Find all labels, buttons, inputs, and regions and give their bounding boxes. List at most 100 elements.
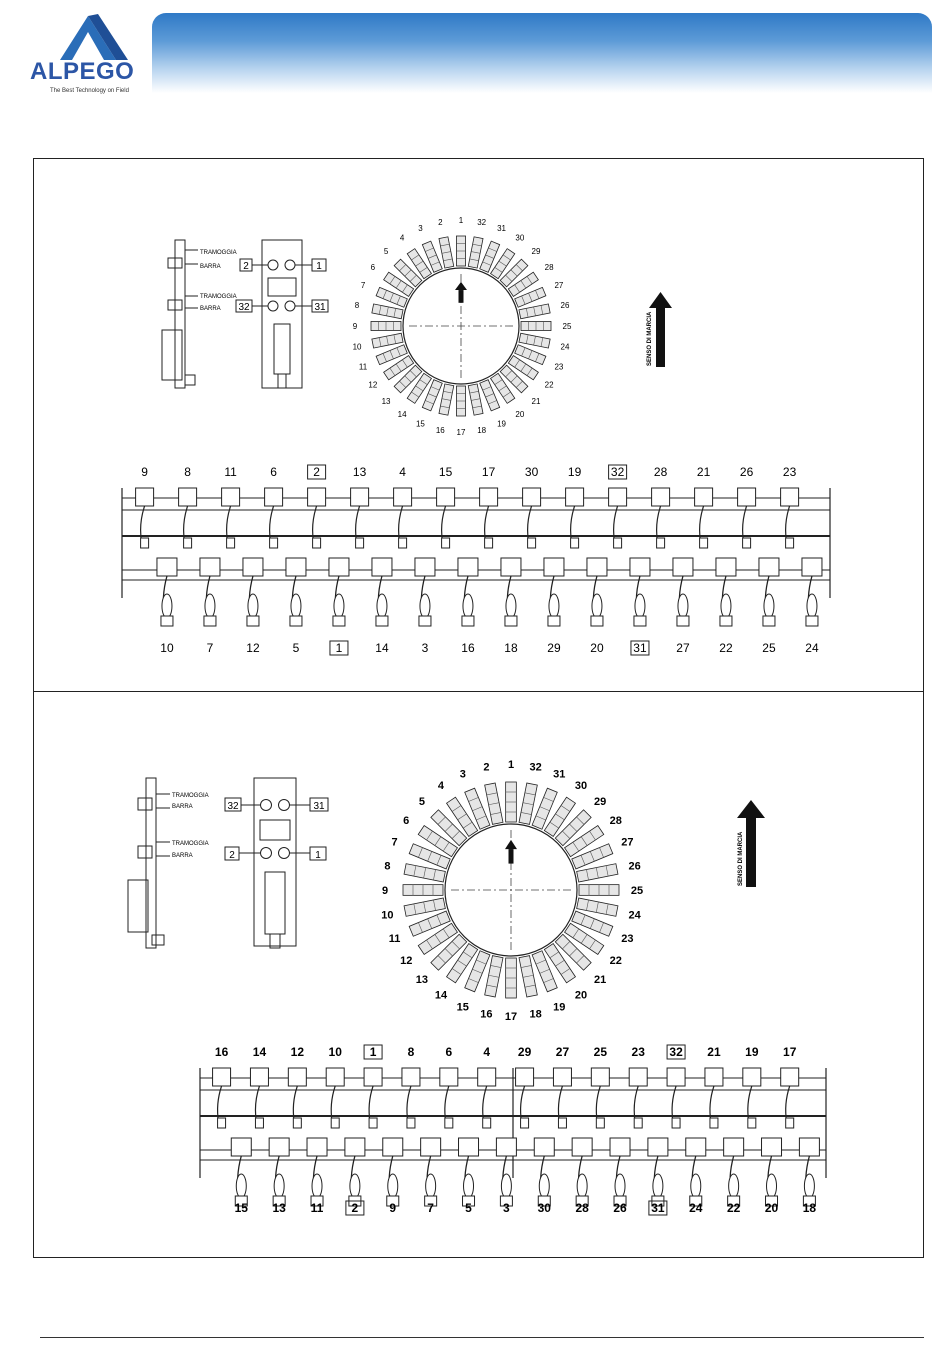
unit-number-bottom: 31 [651,1201,665,1215]
unit-number-top: 17 [783,1045,797,1059]
direction-arrow-icon [649,292,672,367]
outlet-number: 32 [477,218,486,227]
outlet-number: 9 [382,885,388,897]
seeding-unit-front [609,1137,631,1207]
seeding-unit-front [586,557,608,627]
distributor-outlet [505,957,517,999]
unit-number-bottom: 18 [504,641,518,655]
outlet-number: 25 [631,885,643,897]
unit-number-top: 16 [215,1045,229,1059]
outlet-number: 17 [505,1011,517,1023]
seeding-unit-front [571,1137,593,1207]
unit-number-top: 21 [707,1045,721,1059]
outlet-number: 2 [438,218,443,227]
side-label: TRAMOGGIA [200,250,237,256]
unit-number-top: 2 [313,465,320,479]
outlet-number: 4 [400,234,405,243]
distributor-outlet [576,897,619,917]
seeding-unit-front [495,1137,517,1207]
outlet-number: 7 [361,281,366,290]
section-divider [33,691,924,692]
outlet-number: 6 [371,263,376,272]
distributor-outlet [417,824,458,858]
port-label-box: 2 [224,846,260,861]
outlet-number: 23 [554,362,563,371]
svg-text:32: 32 [238,302,250,313]
unit-number-top: 28 [654,465,668,479]
distributor-outlet [445,796,479,837]
seeding-unit-rear [737,487,757,549]
side-label: TRAMOGGIA [200,294,237,300]
unit-number-top: 21 [697,465,711,479]
seeding-unit-rear [477,1067,497,1129]
direction-arrow-icon [737,800,765,887]
distributor-outlet [514,344,547,366]
distributor-outlet [438,236,455,269]
unit-number-top: 32 [669,1045,683,1059]
unit-number-top: 8 [184,465,191,479]
unit-number-top: 8 [408,1045,415,1059]
side-label: BARRA [200,306,221,312]
seeding-unit-rear [439,1067,459,1129]
seeding-unit-rear [363,1067,383,1129]
figure-frame [33,158,924,1258]
outlet-number: 10 [353,342,362,351]
unit-number-bottom: 7 [207,641,214,655]
outlet-number: 16 [436,426,445,435]
outlet-number: 13 [416,974,428,986]
distributor-outlet [484,782,504,825]
seeding-unit-rear [515,1067,535,1129]
seeding-unit-rear [325,1067,345,1129]
unit-number-bottom: 22 [719,641,733,655]
brand-tagline: The Best Technology on Field [50,88,129,94]
seeding-unit-rear [436,487,456,549]
unit-number-bottom: 10 [160,641,174,655]
unit-number-top: 23 [632,1045,646,1059]
seeding-unit-rear [742,1067,762,1129]
outlet-number: 11 [389,933,401,945]
unit-number-top: 6 [445,1045,452,1059]
seed-drill-bar: 1615141312111021987654329302728252623313… [199,1044,827,1216]
distributor-outlet [408,843,451,870]
seeding-unit-front [414,557,436,627]
port-label-box: 2 [239,258,268,272]
unit-number-bottom: 9 [389,1201,396,1215]
distributor-outlet [445,943,479,984]
unit-number-top: 19 [745,1045,759,1059]
outlet-number: 15 [416,420,425,429]
seeding-unit-rear [350,487,370,549]
seeding-unit-front [533,1137,555,1207]
unit-number-bottom: 3 [503,1201,510,1215]
ring-arrow-head [455,281,467,291]
outlet-number: 25 [563,322,572,331]
distributor-outlet [375,344,408,366]
distributor-outlet [518,303,551,320]
outlet-number: 32 [529,761,541,773]
seeding-unit-rear [608,487,628,549]
distributor-outlet [383,271,415,298]
outlet-number: 20 [515,410,524,419]
distributor-outlet [554,933,592,971]
unit-number-top: 4 [483,1045,490,1059]
unit-number-top: 10 [329,1045,343,1059]
seeding-unit-front [458,1137,480,1207]
svg-text:32: 32 [227,801,239,812]
unit-number-bottom: 5 [293,641,300,655]
seeding-unit-front [306,1137,328,1207]
distributor-outlet [479,240,501,273]
unit-number-bottom: 15 [235,1201,249,1215]
unit-number-top: 29 [518,1045,532,1059]
outlet-number: 19 [553,1001,565,1013]
seeding-unit-rear [221,487,241,549]
direction-label: SENSO DI MARCIA [738,831,744,886]
seeding-unit-rear [628,1067,648,1129]
outlet-number: 26 [561,301,570,310]
seeding-unit-front [723,1137,745,1207]
distributor-outlet [408,910,451,937]
outlet-number: 21 [532,397,541,406]
port-label-box: 31 [290,797,329,812]
outlet-number: 12 [400,955,412,967]
outlet-number: 1 [459,216,464,225]
distributor-outlet [531,950,558,993]
distributor-outlet [505,781,517,823]
